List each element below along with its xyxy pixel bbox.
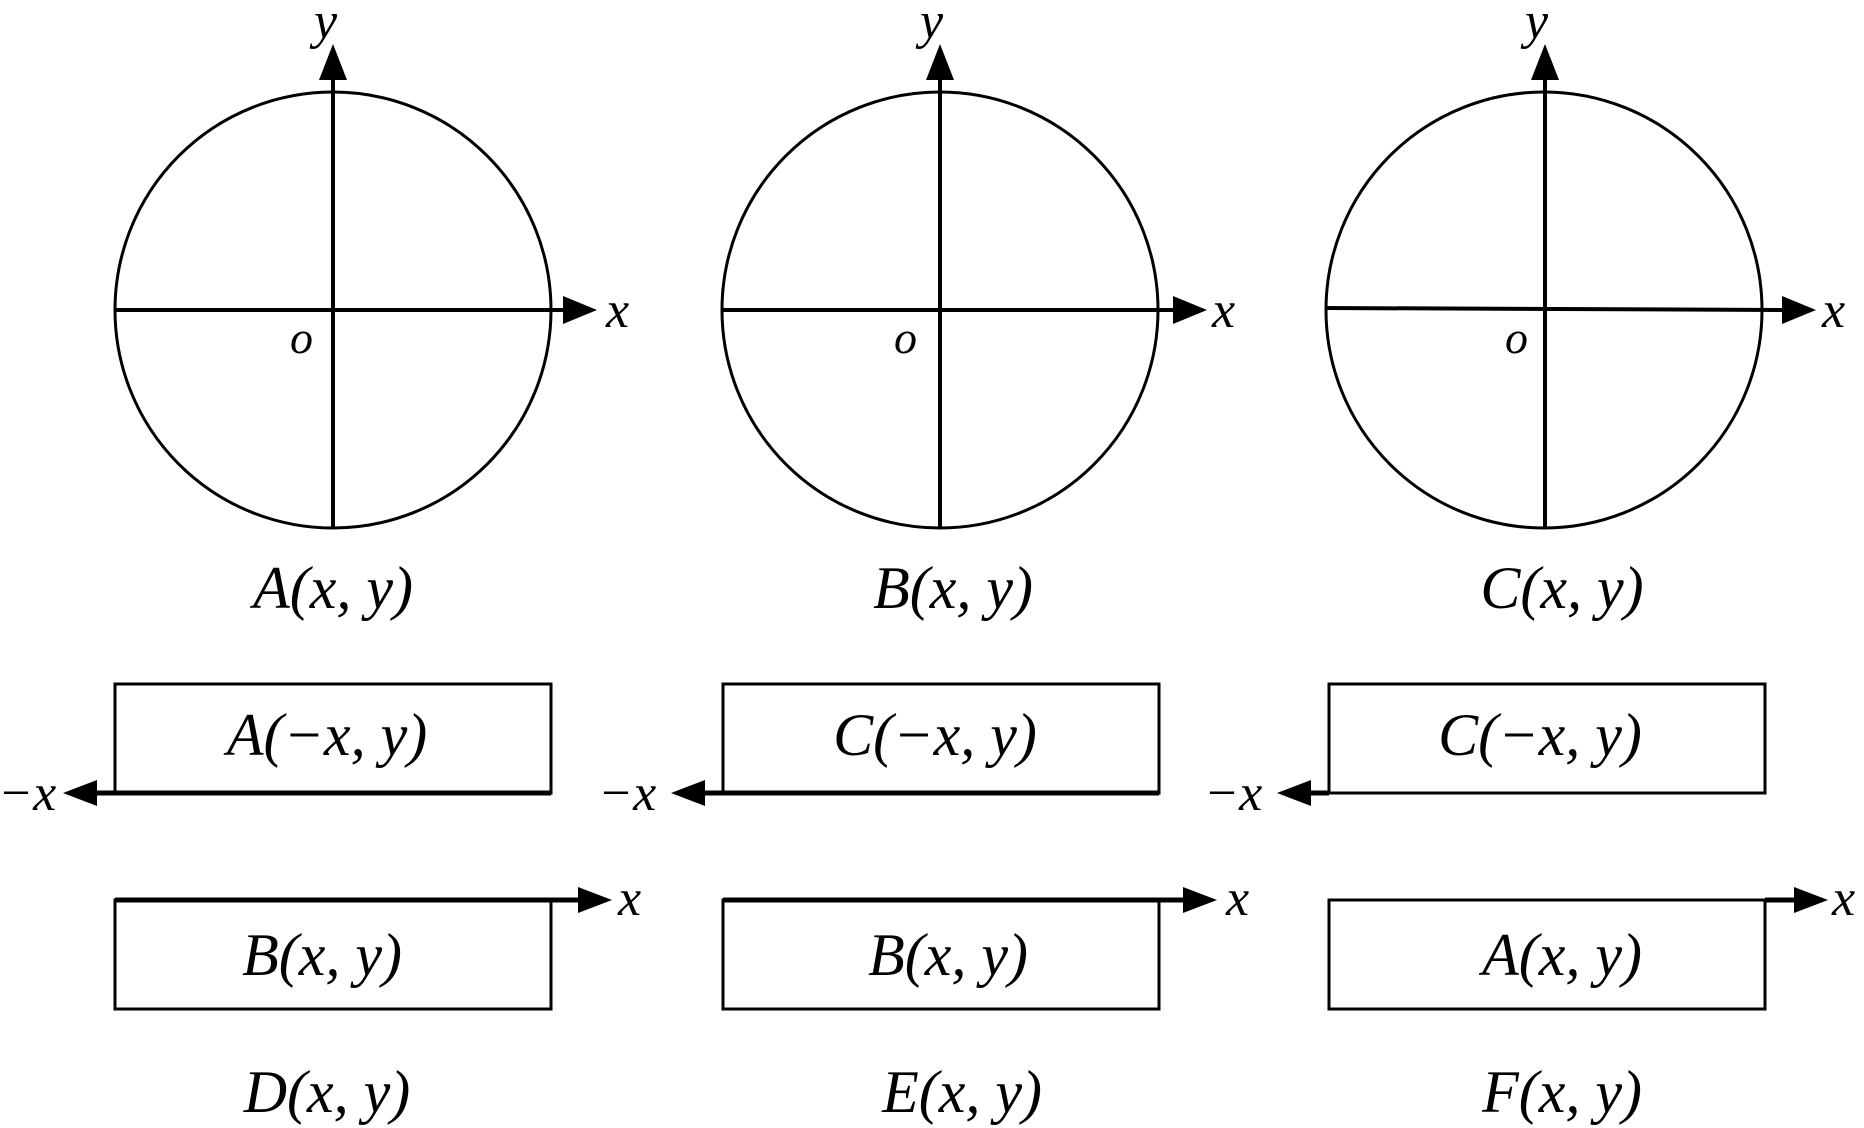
y-axis-label-b: y: [915, 0, 944, 50]
panel-b: x y o B(x, y): [720, 0, 1235, 621]
panel-c: x y o C(x, y): [1324, 0, 1845, 621]
origin-label-c: o: [1505, 312, 1528, 363]
top-box-label-d: A(−x, y): [223, 702, 427, 768]
x-arrow-f: [1794, 887, 1828, 913]
y-arrow-a: [319, 44, 347, 80]
neg-x-label-f: −x: [1204, 765, 1262, 822]
y-arrow-c: [1531, 44, 1559, 80]
x-arrow-c: [1782, 296, 1816, 324]
top-box-label-e: C(−x, y): [833, 702, 1037, 768]
box-group-f: −x C(−x, y) x A(x, y) F(x, y): [1204, 682, 1855, 1125]
x-label-f: x: [1831, 870, 1855, 927]
top-box-f: [1327, 682, 1767, 795]
caption-a: A(x, y): [249, 555, 413, 621]
x-axis-label-b: x: [1211, 282, 1235, 339]
y-arrow-b: [926, 44, 954, 80]
origin-label-b: o: [894, 312, 917, 363]
caption-d: D(x, y): [243, 1059, 411, 1125]
neg-x-arrow-e: [671, 780, 705, 806]
neg-x-arrow-d: [63, 780, 97, 806]
origin-label-a: o: [290, 312, 313, 363]
x-arrow-d: [578, 887, 612, 913]
box-group-e: −x C(−x, y) x B(x, y) E(x, y): [598, 682, 1249, 1125]
x-axis-label-c: x: [1821, 282, 1845, 339]
x-arrow-e: [1183, 887, 1217, 913]
y-axis-label-a: y: [309, 0, 338, 50]
x-axis-c: [1325, 306, 1785, 312]
caption-f: F(x, y): [1481, 1059, 1642, 1125]
neg-x-arrow-f: [1277, 780, 1311, 806]
caption-e: E(x, y): [881, 1059, 1042, 1125]
neg-x-label-d: −x: [0, 765, 56, 822]
panel-a: x y o A(x, y): [113, 0, 629, 621]
box-group-d: −x A(−x, y) x B(x, y) D(x, y): [0, 682, 641, 1125]
x-axis-label-a: x: [605, 282, 629, 339]
y-axis-label-c: y: [1520, 0, 1549, 50]
caption-c: C(x, y): [1480, 555, 1643, 621]
x-arrow-a: [563, 296, 597, 324]
x-arrow-b: [1173, 296, 1207, 324]
neg-x-label-e: −x: [598, 765, 656, 822]
caption-b: B(x, y): [873, 555, 1033, 621]
bottom-box-label-d: B(x, y): [242, 922, 402, 988]
x-label-d: x: [617, 870, 641, 927]
x-label-e: x: [1225, 870, 1249, 927]
bottom-box-label-e: B(x, y): [868, 922, 1028, 988]
top-box-label-f: C(−x, y): [1438, 702, 1642, 768]
bottom-box-label-f: A(x, y): [1478, 922, 1642, 988]
bottom-box-f: [1327, 898, 1767, 1011]
